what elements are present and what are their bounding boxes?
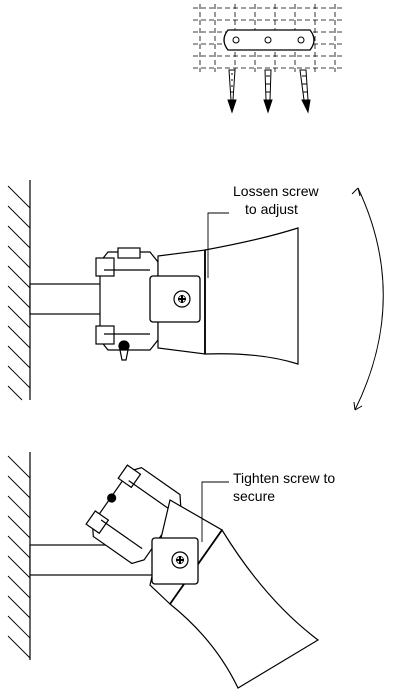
loosen-label-line2: to adjust <box>245 201 298 217</box>
loosen-label-line1: Lossen screw <box>233 183 319 199</box>
driver-housing-middle <box>95 247 159 361</box>
horn-tilted-figure <box>7 452 320 689</box>
horn-bell-middle <box>204 227 299 365</box>
wall-hatch-middle <box>7 185 31 401</box>
bracket-hole-center <box>264 36 272 44</box>
rotation-arc <box>354 187 384 411</box>
tighten-label-line2: secure <box>233 488 276 504</box>
bracket-hole-left <box>232 36 240 44</box>
horn-bell-bottom <box>169 528 320 689</box>
bracket-hole-right <box>297 36 305 44</box>
driver-housing-bottom <box>85 464 182 565</box>
tighten-label-line1: Tighten screw to <box>233 470 336 486</box>
anchor-center <box>264 69 272 101</box>
wall-anchors <box>227 69 311 114</box>
rotation-arrow-bottom <box>353 401 363 411</box>
horn-level-figure <box>7 180 384 411</box>
wall-hatch-bottom <box>7 455 31 659</box>
loosen-leader-line <box>207 212 229 278</box>
wall-bracket-figure <box>193 4 343 114</box>
rotation-arrow-top <box>351 187 361 197</box>
anchor-right <box>299 69 309 101</box>
tighten-leader-line <box>201 481 229 542</box>
